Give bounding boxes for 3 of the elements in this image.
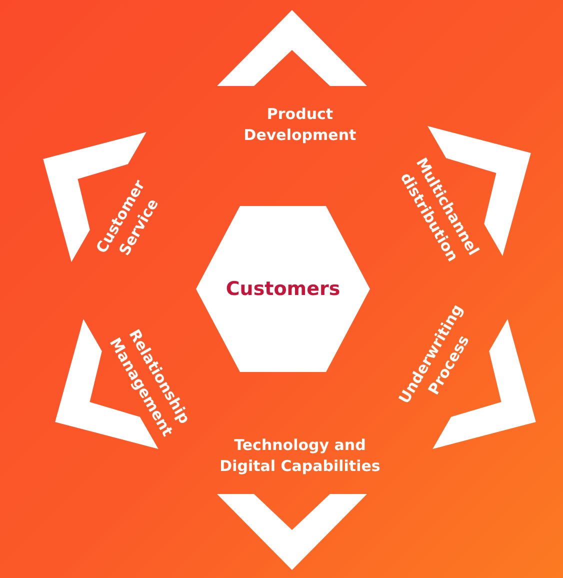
segment-label: Product Development [225,104,375,146]
center-label: Customers [224,278,342,300]
segment-label: Technology and Digital Capabilities [205,435,395,477]
